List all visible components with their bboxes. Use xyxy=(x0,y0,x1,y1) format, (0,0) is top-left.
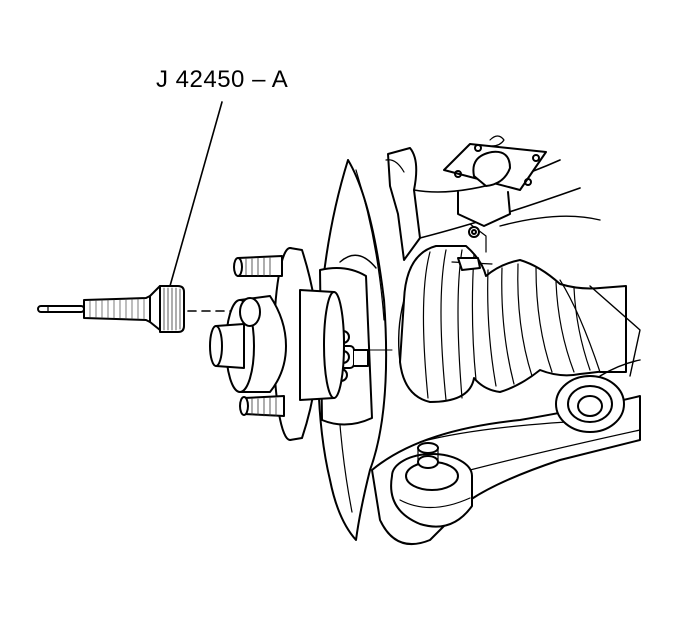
upper-mount xyxy=(386,136,600,260)
lower-control-arm xyxy=(372,360,640,544)
cv-axle-boot xyxy=(399,246,640,402)
special-tool xyxy=(38,286,184,332)
wheel-hub xyxy=(210,248,344,440)
callout-leader-line xyxy=(170,102,222,286)
tool-callout-label: J 42450 – A xyxy=(156,66,289,93)
